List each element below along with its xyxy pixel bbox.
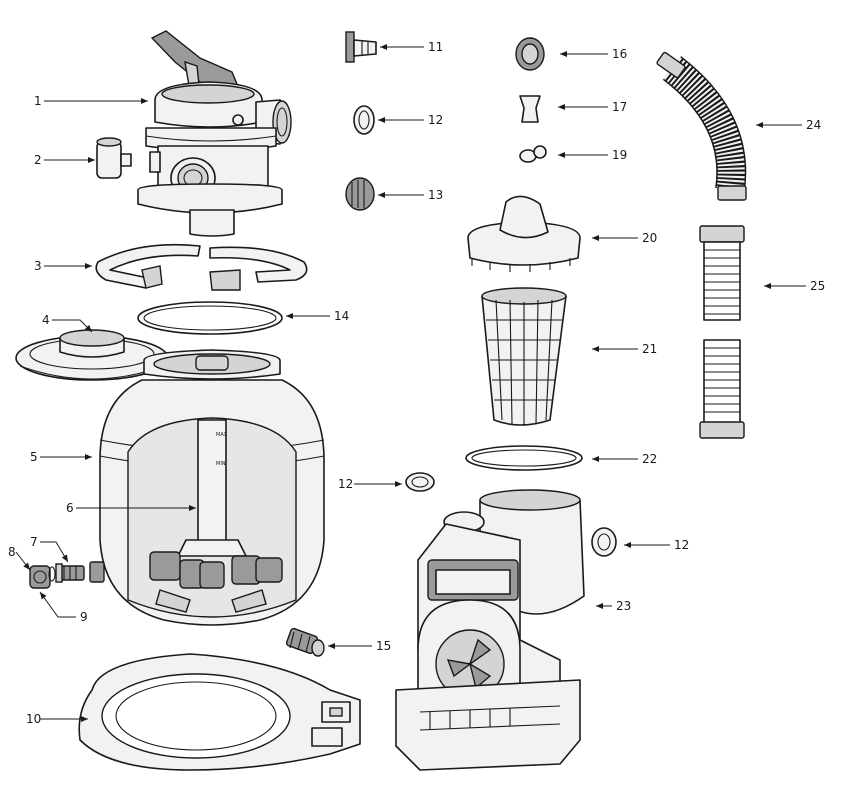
callout-arrowhead-17 xyxy=(558,104,565,110)
callout-label-21: 21 xyxy=(642,342,657,356)
callout-label-14: 14 xyxy=(334,309,349,323)
callout-label-12c: 12 xyxy=(674,538,689,552)
callout-labels: 1234567891011121314121516171920212212232… xyxy=(8,40,825,726)
part-oring-b xyxy=(405,472,435,492)
callout-label-13: 13 xyxy=(428,188,443,202)
callout-arrowhead-10 xyxy=(81,716,88,722)
part-tank-clamp xyxy=(95,243,308,291)
part-plug xyxy=(519,95,541,123)
callout-arrowhead-13 xyxy=(378,192,385,198)
callout-arrowhead-21 xyxy=(592,346,599,352)
callout-arrowhead-5 xyxy=(85,454,92,460)
callout-label-10: 10 xyxy=(26,712,41,726)
callout-arrowhead-20 xyxy=(592,235,599,241)
callout-arrowhead-6 xyxy=(189,505,196,511)
part-curved-hose xyxy=(656,51,747,201)
part-filter-tank: MAX MIN xyxy=(89,349,325,626)
part-pressure-gauge xyxy=(96,137,132,179)
callout-arrowhead-1 xyxy=(141,98,148,104)
callout-arrowhead-9 xyxy=(40,592,47,600)
callout-label-23: 23 xyxy=(616,599,631,613)
callout-arrowhead-25 xyxy=(764,283,771,289)
callout-label-25: 25 xyxy=(810,279,825,293)
callout-arrowhead-24 xyxy=(756,122,763,128)
pipe-min-marking: MIN xyxy=(216,461,226,467)
callout-label-6: 6 xyxy=(66,501,74,515)
callout-label-3: 3 xyxy=(34,259,42,273)
callout-leader-9 xyxy=(39,591,76,618)
part-union-nut xyxy=(515,37,545,71)
part-tank-oring xyxy=(137,301,283,335)
part-oring-a xyxy=(353,105,375,135)
callout-arrowhead-7 xyxy=(61,554,68,562)
callout-arrowhead-23 xyxy=(596,603,603,609)
callout-arrowhead-4 xyxy=(84,324,92,332)
callout-label-19: 19 xyxy=(612,148,627,162)
callout-label-11: 11 xyxy=(428,40,443,54)
callout-label-9: 9 xyxy=(80,610,88,624)
callout-arrowhead-2 xyxy=(88,157,95,163)
part-strainer-basket xyxy=(481,287,567,426)
callout-label-17: 17 xyxy=(612,100,627,114)
callout-label-12a: 12 xyxy=(428,113,443,127)
callout-arrowhead-14 xyxy=(286,313,293,319)
part-pump-oring xyxy=(465,445,583,471)
callout-arrowhead-11 xyxy=(380,44,387,50)
callout-label-16: 16 xyxy=(612,47,627,61)
callout-arrowhead-8 xyxy=(23,562,30,570)
callout-arrowhead-16 xyxy=(560,51,567,57)
part-drain-fitting xyxy=(285,627,325,657)
part-tank-base xyxy=(78,653,361,771)
callout-label-4: 4 xyxy=(42,313,50,327)
part-hose-adapter xyxy=(345,31,377,63)
part-straight-hoses xyxy=(699,225,745,439)
part-oring-c xyxy=(591,527,617,557)
callout-arrowhead-15 xyxy=(328,643,335,649)
callout-label-7: 7 xyxy=(30,535,38,549)
callout-label-1: 1 xyxy=(34,94,42,108)
part-drain-plug xyxy=(55,563,85,583)
callout-label-5: 5 xyxy=(30,450,38,464)
pipe-max-marking: MAX xyxy=(216,432,228,438)
callout-label-20: 20 xyxy=(642,231,657,245)
callout-label-15: 15 xyxy=(376,639,391,653)
part-pump-lid xyxy=(467,195,581,272)
callout-leaders xyxy=(15,44,806,722)
part-small-clip xyxy=(519,145,547,163)
part-multiport-valve xyxy=(137,30,292,237)
callout-arrowhead-3 xyxy=(85,263,92,269)
callout-arrowhead-12a xyxy=(378,117,385,123)
part-drain-cap xyxy=(29,565,51,589)
callout-label-12b: 12 xyxy=(338,477,353,491)
callout-label-22: 22 xyxy=(642,452,657,466)
part-drain-oring xyxy=(48,566,56,582)
part-air-release-cap xyxy=(345,177,375,211)
callout-leader-7 xyxy=(40,541,69,563)
callout-arrowhead-12b xyxy=(395,481,402,487)
callout-arrowhead-12c xyxy=(624,542,631,548)
callout-label-24: 24 xyxy=(806,118,821,132)
callout-label-8: 8 xyxy=(8,545,16,559)
callout-arrowhead-22 xyxy=(592,456,599,462)
part-filter-pump xyxy=(395,489,585,771)
callout-label-2: 2 xyxy=(34,153,42,167)
callout-arrowhead-19 xyxy=(558,152,565,158)
